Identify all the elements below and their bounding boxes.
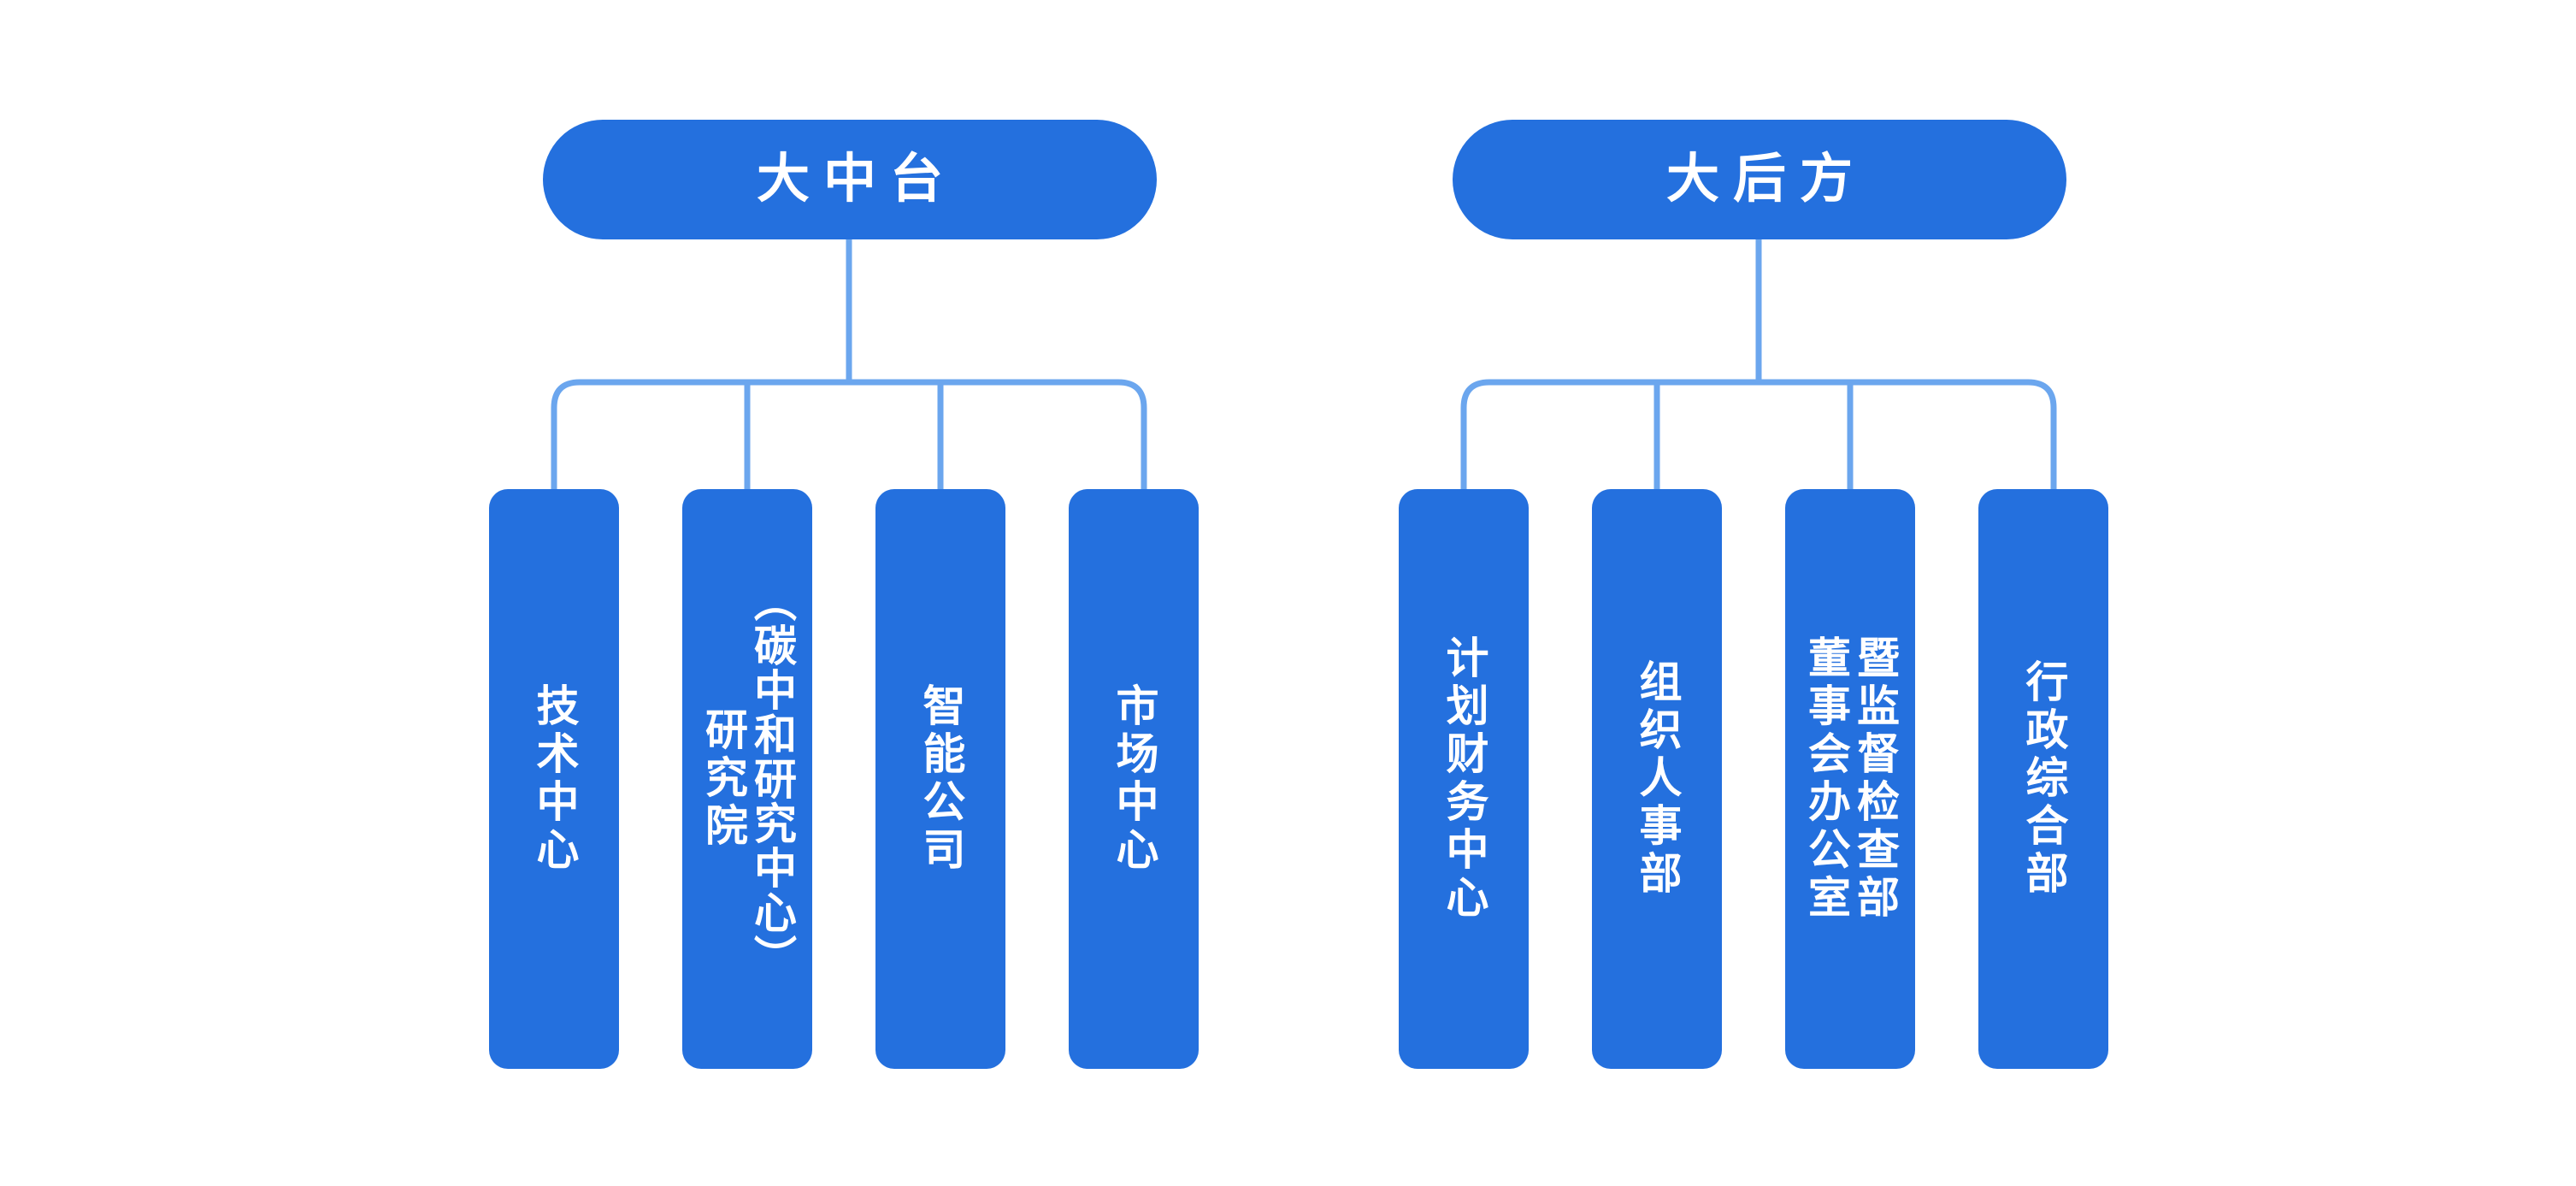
group-header-hou-fang[interactable]: 大后方 xyxy=(1453,120,2066,239)
group-header-zhong-tai[interactable]: 大中台 xyxy=(543,120,1157,239)
org-node-text: 智能公司 xyxy=(917,683,965,875)
org-node-text: 暨监督检查部 董事会办公室 xyxy=(1802,635,1899,923)
org-node-text: 市场中心 xyxy=(1110,683,1158,875)
org-node-jihua-caiwu-zhongxin[interactable]: 计划财务中心 xyxy=(1399,489,1529,1069)
org-node-text-column: 暨监督检查部 xyxy=(1851,635,1899,923)
org-node-text: （碳中和研究中心） 研究院 xyxy=(699,579,796,979)
org-node-text: 技术中心 xyxy=(530,683,579,875)
org-node-yanjiuyuan[interactable]: （碳中和研究中心） 研究院 xyxy=(682,489,812,1069)
group-header-label: 大中台 xyxy=(756,150,957,209)
org-node-text-column: （碳中和研究中心） xyxy=(748,579,796,979)
org-node-text-column: 组织人事部 xyxy=(1633,659,1682,899)
org-node-text-column: 智能公司 xyxy=(917,683,965,875)
connectors-group-hou-fang xyxy=(1460,239,2057,491)
org-node-text-column: 计划财务中心 xyxy=(1440,635,1488,923)
org-node-text-column-secondary: 研究院 xyxy=(699,707,747,851)
group-header-label: 大后方 xyxy=(1665,150,1866,209)
org-node-dongshihui-bangongshi[interactable]: 暨监督检查部 董事会办公室 xyxy=(1785,489,1915,1069)
org-node-zuzhi-renshi-bu[interactable]: 组织人事部 xyxy=(1592,489,1722,1069)
org-node-jishu-zhongxin[interactable]: 技术中心 xyxy=(489,489,619,1069)
org-node-xingzheng-zonghe-bu[interactable]: 行政综合部 xyxy=(1978,489,2108,1069)
org-node-text: 计划财务中心 xyxy=(1440,635,1488,923)
connectors-group-zhong-tai xyxy=(551,239,1147,491)
org-node-text-column-secondary: 董事会办公室 xyxy=(1802,635,1850,923)
org-node-zhineng-gongsi[interactable]: 智能公司 xyxy=(875,489,1005,1069)
org-node-text-column: 行政综合部 xyxy=(2019,659,2068,899)
org-node-text-column: 技术中心 xyxy=(530,683,579,875)
org-node-text-column: 市场中心 xyxy=(1110,683,1158,875)
bus-line-hou-fang xyxy=(1460,379,2057,489)
bus-line-zhong-tai xyxy=(551,379,1147,489)
org-node-text: 组织人事部 xyxy=(1633,659,1682,899)
org-node-shichang-zhongxin[interactable]: 市场中心 xyxy=(1069,489,1199,1069)
org-node-text: 行政综合部 xyxy=(2019,659,2068,899)
